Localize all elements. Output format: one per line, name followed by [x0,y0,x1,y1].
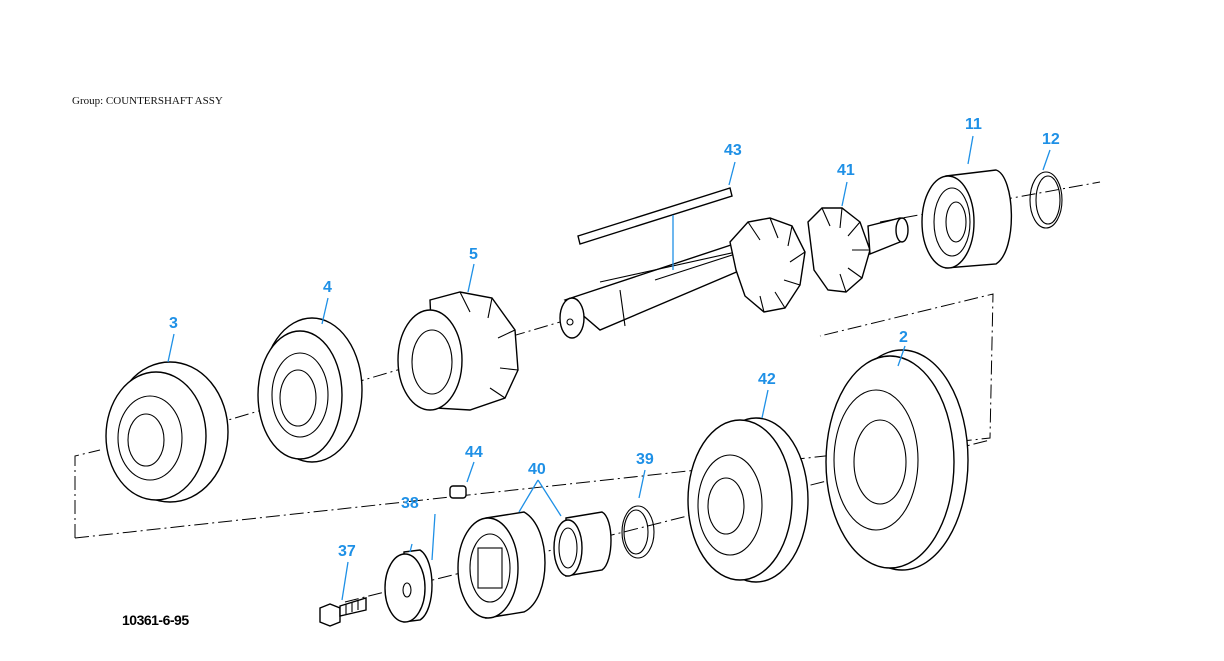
leader-11 [967,135,974,165]
callout-4: 4 [323,279,332,296]
leader-44 [466,461,475,483]
leader-39 [638,469,646,499]
callout-12: 12 [1042,131,1060,148]
gear-part-2 [825,349,969,571]
callout-3: 3 [169,315,178,332]
pin-part-44 [449,485,467,499]
callout-5: 5 [469,246,478,263]
leader-38 [409,513,436,561]
drawing-number: 10361-6-95 [122,612,189,628]
bushing-part-40 [553,511,612,577]
callout-38: 38 [401,495,419,512]
leader-2 [897,345,906,367]
countershaft [559,207,909,339]
shaft-gear-small [807,207,909,293]
callout-37: 37 [338,543,356,560]
snap-ring-part-12 [1029,171,1063,229]
key-part-43 [577,187,733,270]
group-title: Group: COUNTERSHAFT ASSY [72,95,223,107]
washer-part-38 [384,549,433,623]
leader-12 [1042,149,1051,171]
gear-part-5 [397,291,519,411]
callout-44: 44 [465,444,483,461]
needle-bearing-part-40 [457,511,546,619]
callout-42: 42 [758,371,776,388]
leader-4 [321,297,329,325]
leader-43 [728,161,736,186]
callout-41: 41 [837,162,855,179]
shaft-gear-large [729,217,806,313]
callout-40: 40 [528,461,546,478]
leader-5 [467,263,475,293]
gear-part-42 [687,417,809,583]
gear-part-4 [257,317,363,463]
leader-41 [841,181,848,207]
gear-part-3 [105,361,229,503]
leader-37 [341,561,349,601]
callout-39: 39 [636,451,654,468]
bolt-part-37 [319,597,367,627]
callout-11: 11 [965,116,982,133]
leader-3 [167,333,175,363]
bearing-part-11 [921,169,1013,269]
leader-40 [518,479,562,517]
callout-2: 2 [899,329,908,346]
leader-42 [761,389,769,419]
snap-ring-part-39 [621,505,655,559]
callout-43: 43 [724,142,742,159]
